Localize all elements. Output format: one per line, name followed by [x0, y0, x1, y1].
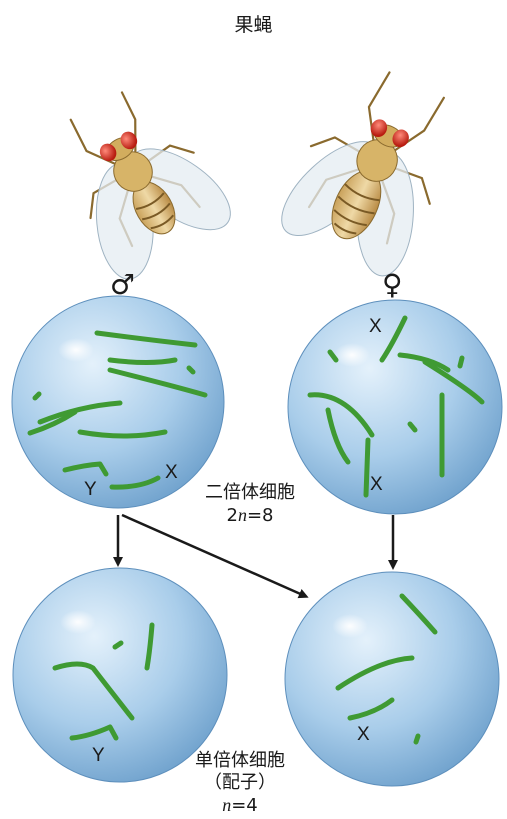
- female-cell-chromosomes: [307, 315, 485, 498]
- diploid-caption: 二倍体细胞 2n=8: [190, 482, 310, 527]
- female-x-label-top: X: [369, 316, 382, 337]
- diploid-label: 二倍体细胞: [205, 482, 295, 503]
- haploid-cell-y: [12, 567, 228, 783]
- haploid-formula: n=4: [222, 795, 258, 816]
- male-symbol: ♂: [110, 268, 136, 301]
- gamete-y-label: Y: [92, 745, 105, 766]
- diagram-title: 果蝇: [234, 14, 273, 36]
- haploid-cell-x: [284, 571, 500, 787]
- male-fly-illustration: [69, 91, 231, 280]
- haploid-y-chromosomes: [52, 622, 155, 741]
- male-x-label: X: [165, 462, 178, 483]
- female-fly-illustration: [281, 71, 445, 277]
- gamete-x-label: X: [357, 724, 370, 745]
- female-diploid-cell: [287, 299, 503, 515]
- division-arrows: [113, 513, 398, 599]
- diploid-formula: 2n=8: [226, 505, 274, 526]
- haploid-sub-label: （配子）: [204, 772, 276, 793]
- arrow-male-to-x: [121, 513, 309, 599]
- haploid-caption: 单倍体细胞 （配子） n=4: [180, 750, 300, 817]
- haploid-label: 单倍体细胞: [195, 750, 285, 771]
- female-x-label-bottom: X: [370, 474, 383, 495]
- haploid-x-chromosomes: [335, 593, 438, 745]
- male-cell-chromosomes: [27, 330, 208, 490]
- female-symbol: ♀: [382, 268, 403, 301]
- male-y-label: Y: [84, 479, 97, 500]
